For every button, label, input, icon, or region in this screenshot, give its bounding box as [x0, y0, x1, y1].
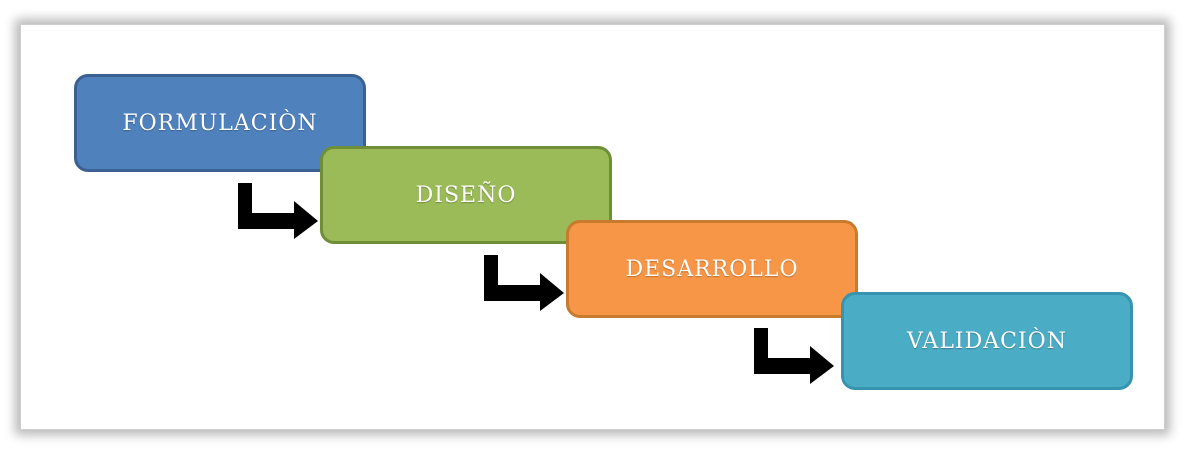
step-label: FORMULACIÒN — [122, 110, 318, 136]
step-label: DISEÑO — [415, 182, 517, 208]
step-diseno: DISEÑO — [320, 146, 612, 244]
step-desarrollo: DESARROLLO — [566, 220, 858, 318]
step-label: VALIDACIÒN — [907, 328, 1067, 354]
elbow-arrow-right-icon — [484, 255, 564, 311]
step-validacion: VALIDACIÒN — [841, 292, 1133, 390]
elbow-arrow-right-icon — [238, 183, 318, 239]
step-label: DESARROLLO — [625, 256, 799, 282]
step-formulacion: FORMULACIÒN — [74, 74, 366, 172]
elbow-arrow-right-icon — [754, 328, 834, 384]
